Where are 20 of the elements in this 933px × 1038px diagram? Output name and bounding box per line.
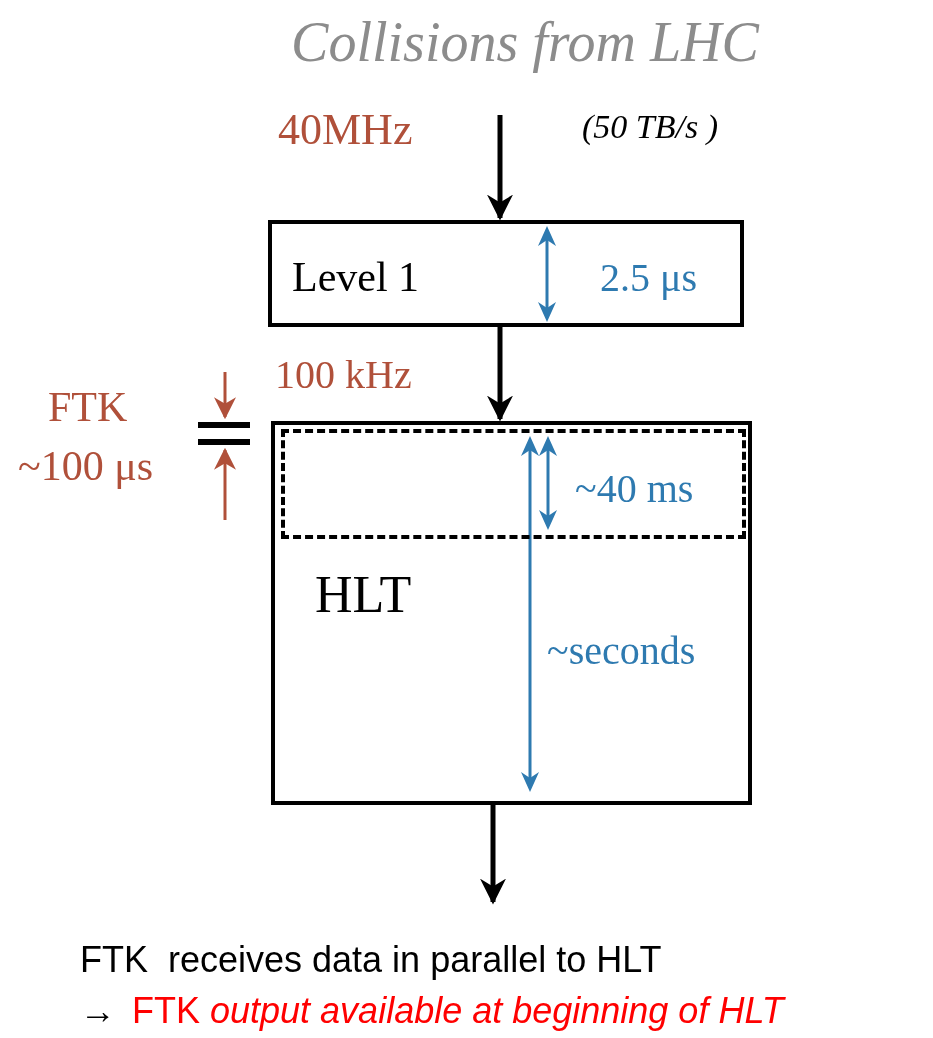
box-label: Level 1: [292, 256, 420, 298]
arrow-symbol: →: [80, 993, 116, 1029]
dashed-region: [281, 429, 746, 539]
bandwidth-label: (50 TB/s ): [582, 110, 718, 144]
note-text: FTK receives data in parallel to HLT: [80, 942, 662, 978]
conclusion-text: FTK output available at beginning of HLT: [132, 993, 784, 1029]
box-label: HLT: [315, 569, 412, 621]
rate-label: 40MHz: [278, 108, 413, 152]
latency-label: ~100 μs: [18, 445, 154, 487]
arrow: [487, 115, 513, 221]
time-label: 2.5 μs: [600, 258, 697, 298]
process-box: [271, 421, 752, 805]
rate-label: 100 kHz: [275, 355, 412, 395]
arrow: [487, 327, 513, 422]
time-label: ~40 ms: [575, 469, 694, 509]
source-label: Collisions from LHC: [230, 8, 820, 78]
time-label: ~seconds: [547, 631, 696, 671]
process-box: [268, 220, 744, 327]
arrow: [480, 805, 506, 905]
ftk-label: FTK: [48, 386, 128, 428]
